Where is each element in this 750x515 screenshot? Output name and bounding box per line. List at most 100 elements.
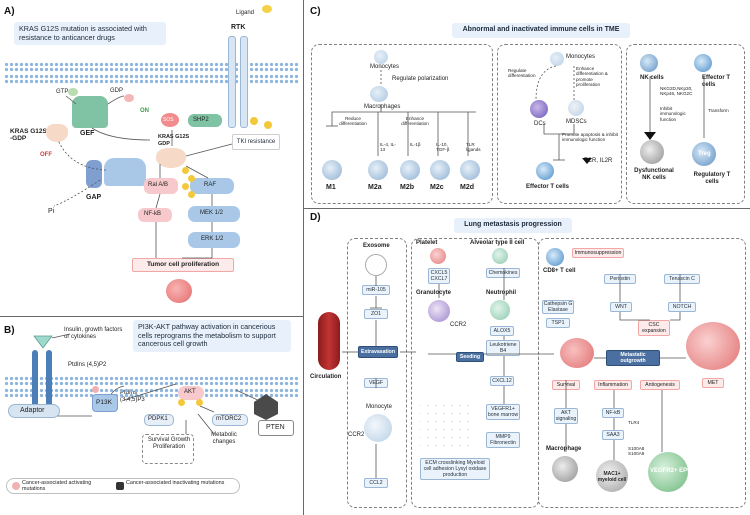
monocyte-d-cell-icon [364, 414, 392, 442]
panel-c-arrows [326, 65, 705, 164]
dc-box [497, 44, 622, 204]
effector-t-cell-icon [536, 162, 554, 180]
regulate-polarization-label: Regulate polarization [392, 76, 449, 82]
tumor-cell-cluster-icon [166, 279, 192, 303]
nk-receptors-label: NKG2D,NKp30, NKp46, NKG2C [660, 86, 693, 97]
metastasis-cluster-icon [686, 322, 740, 370]
exosome-label: Exosome [363, 243, 390, 249]
sos-label: SOS [163, 117, 174, 123]
metabolic-label: Metabolic changes [211, 432, 237, 445]
tumor-cluster-icon [560, 338, 594, 368]
off-label: OFF [40, 152, 52, 158]
granulocyte-icon [428, 300, 450, 322]
gef-protein [72, 96, 108, 128]
inflammation-box: Inflammation [594, 380, 632, 390]
cd8-t-cell-icon [546, 248, 564, 266]
macrophage-d-label: Macrophage [546, 446, 582, 452]
circulation-label: Circulation [310, 374, 342, 380]
inactivating-mutation-icon [116, 482, 124, 490]
gef-label: GEF [80, 130, 95, 137]
kras-gdp-protein [46, 124, 68, 142]
macrophage-cell-icon [370, 86, 388, 102]
rtk-receptor-right [240, 36, 248, 128]
panel-a-letter: A) [4, 6, 15, 17]
transform-label: Transform [708, 108, 729, 113]
regulatory-label: Regulatory T cells [693, 172, 731, 185]
panel-a-arrows [53, 95, 233, 259]
effector-t2-cell-icon [694, 54, 712, 72]
immunosuppression-box: Immunosuppression [572, 248, 624, 258]
gdp-top-label: GDP [110, 88, 124, 94]
zo1-box: ZO1 [364, 309, 388, 319]
ccr2-left-label: CCR2 [348, 432, 365, 438]
s100-label: S100A8 S100A9 [628, 446, 645, 457]
gtp-label: GTP [56, 89, 69, 95]
ecm-mesh-icon [420, 398, 474, 446]
ral-label: Ral A/B [148, 182, 169, 188]
exosome-icon [365, 254, 387, 276]
panel-b-callout: PI3K-AKT pathway activation in canceriou… [133, 320, 291, 352]
shp2-protein [188, 114, 222, 127]
membrane-b-bottom [4, 388, 300, 398]
m2d-cell-icon [460, 160, 480, 180]
mek-label: MEK 1/2 [200, 210, 224, 216]
horizontal-divider-left [0, 316, 303, 317]
ligand-label: Ligand [236, 10, 255, 16]
tlr-label: TLR ligands [466, 142, 481, 153]
panel-c-title: Abnormal and inactivated immune cells in… [452, 23, 630, 38]
ccr2-mid-label: CCR2 [450, 322, 467, 328]
insulin-label: Insulin, growth factors or cytokines [64, 327, 123, 340]
mdscs-label: MDSCs [566, 119, 587, 125]
panel-d-letter: D) [310, 212, 321, 223]
metastatic-box: Metastatic outgrowth [606, 350, 660, 366]
platelet-label: Platelet [416, 240, 438, 246]
shp2-label: SHP2 [193, 117, 209, 123]
ligand-icon [262, 5, 272, 13]
saa3-box: SAA3 [602, 430, 624, 440]
outcomes-label: Survival Growth Proliferation [147, 437, 191, 450]
ecm-box: ECM crosslinking Myeloid cell adhesion L… [420, 458, 490, 480]
macrophage-box [311, 44, 493, 204]
activating-mutation-icon [12, 482, 20, 490]
m2a-cell-icon [368, 160, 388, 180]
mac1-label: MAC1+ myeloid cell [597, 471, 627, 483]
mac1-cell-icon [596, 460, 628, 492]
monocyte2-cell-icon [550, 52, 564, 66]
panel-c-letter: C) [310, 6, 321, 17]
gap-protein [104, 158, 146, 186]
dysfunctional-nk-cell-icon [640, 140, 664, 164]
tumor-proliferation-box: Tumor cell proliferation [132, 258, 234, 272]
il4-label: IL-4, IL-13 [380, 142, 396, 153]
legend-b [6, 478, 240, 494]
wnt-box: WNT [610, 302, 632, 312]
raf-label: RAF [204, 182, 216, 188]
dcs-label: DCs [534, 121, 546, 127]
platelet-icon [430, 248, 446, 264]
panel-a-callout: KRAS G12S mutation is associated with re… [14, 22, 166, 45]
vegfr2-epc-icon [648, 452, 688, 492]
akt-signaling-box: AKT signaling [554, 408, 578, 424]
cxcl5-box: CXCL5 CXCL7 [428, 268, 450, 284]
panel-d-arrows [342, 268, 686, 478]
monocytes2-label: Monocytes [566, 54, 596, 60]
p13k-mutation-icon [92, 386, 99, 393]
erk-label: ERK 1/2 [201, 236, 224, 242]
blood-vessel-icon [318, 312, 340, 370]
csc-box: CSC expansion [638, 320, 670, 336]
outcomes-box [142, 434, 194, 464]
p13k-label: P13K [96, 399, 112, 406]
rtk-receptor-left [228, 36, 236, 128]
chemokines-box: Chemokines [486, 268, 520, 278]
m2c-label: M2c [430, 184, 444, 191]
akt-phospho-icon [178, 399, 185, 406]
mtorc2-protein [212, 414, 248, 426]
alveolar-cell-icon [492, 248, 508, 264]
rtk-label: RTK [231, 24, 246, 31]
alox5-box: ALOX5 [490, 326, 514, 336]
pdpk1-protein [144, 414, 174, 426]
angiogenesis-box: Antiogenesis [640, 380, 680, 390]
adaptor-protein [8, 404, 60, 418]
raf-protein [190, 178, 234, 194]
pten-box [258, 420, 294, 436]
gap-label: GAP [86, 194, 102, 201]
